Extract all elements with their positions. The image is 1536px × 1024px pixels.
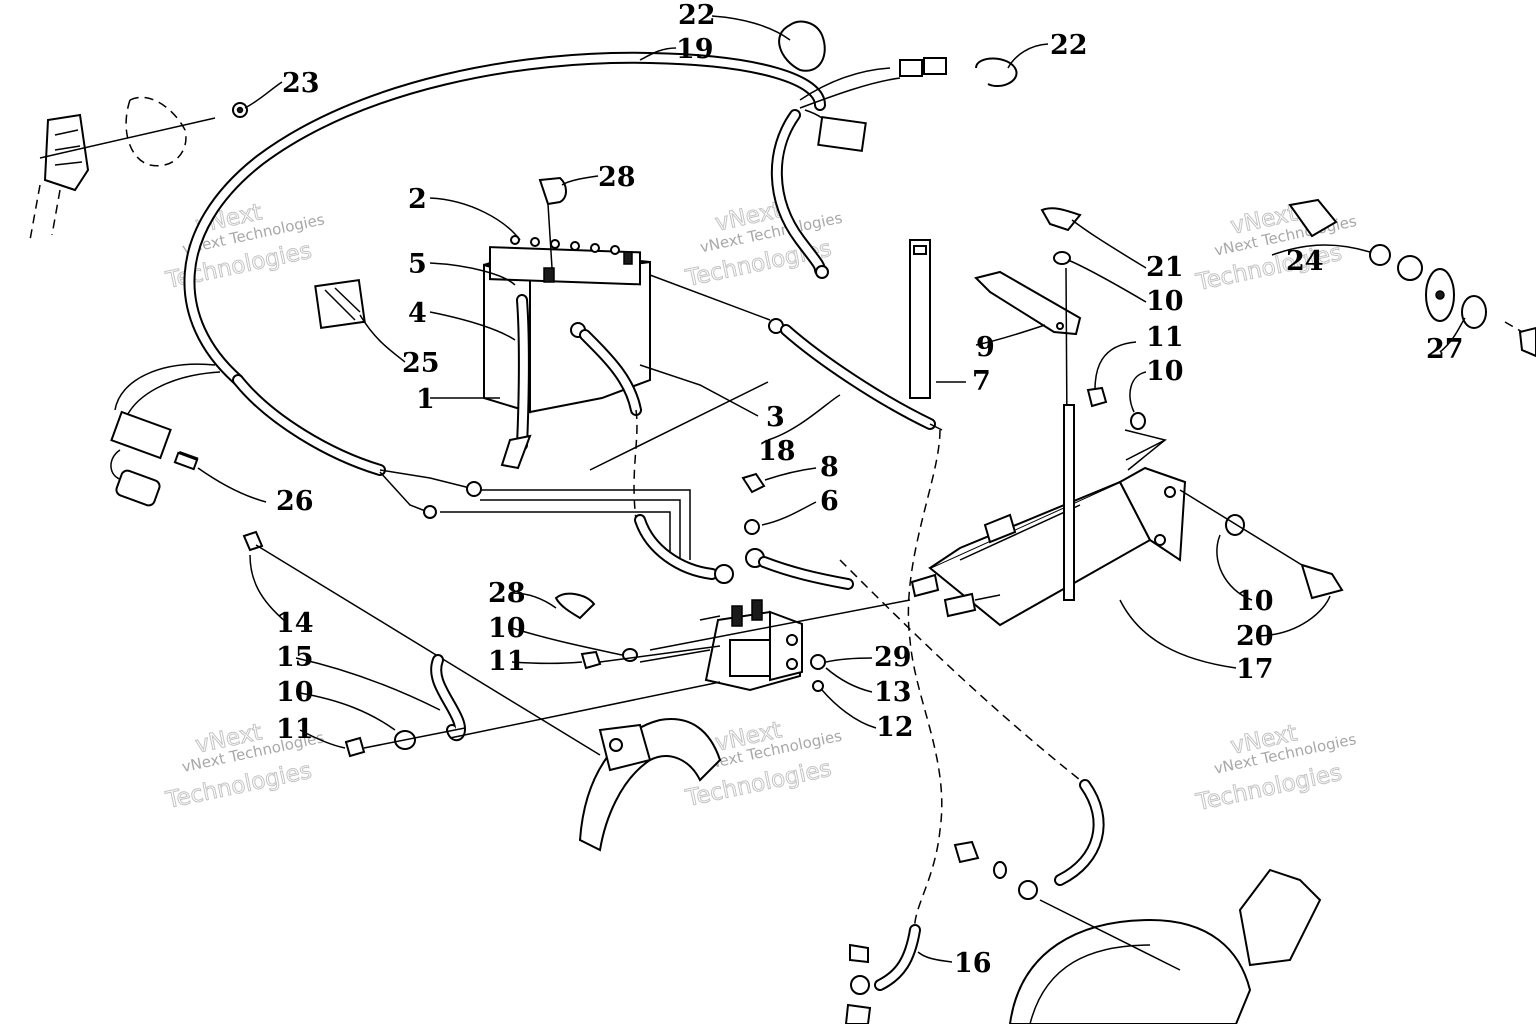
battery — [483, 235, 651, 470]
callout-25: 25 — [402, 348, 440, 379]
item-left-hardware — [554, 592, 721, 670]
watermark-top-center: vNext vNext Technologies Technologies — [682, 197, 844, 293]
item-26-fuse — [173, 451, 199, 471]
callout-28-mid: 28 — [488, 578, 526, 609]
callout-11-b: 11 — [488, 646, 526, 677]
callout-10-d: 10 — [488, 613, 526, 644]
callout-8: 8 — [820, 452, 839, 483]
callout-22-right: 22 — [1050, 30, 1088, 61]
callout-10-a: 10 — [1146, 286, 1184, 317]
engine-housing-right — [1008, 868, 1322, 1024]
callout-4: 4 — [408, 298, 427, 329]
callout-23: 23 — [282, 68, 320, 99]
callout-11-a: 11 — [1146, 322, 1184, 353]
callout-10-b: 10 — [1146, 356, 1184, 387]
item-18-starter-cable — [839, 429, 1105, 1024]
item-10-11-right-hardware — [1086, 386, 1344, 600]
item-20-battery-bracket — [910, 429, 1187, 627]
callout-5: 5 — [408, 249, 427, 280]
leader-lines — [197, 15, 1466, 963]
item-19-wing-nut — [1040, 207, 1082, 601]
item-solenoid — [639, 472, 911, 692]
callout-19: 21 — [1146, 252, 1184, 283]
callout-18: 16 — [954, 948, 992, 979]
item-24-27-ignition-switch — [1288, 198, 1536, 358]
item-9-hold-down-bracket — [974, 270, 1082, 336]
item-7-hold-down-strap — [909, 239, 931, 399]
item-23-bulb-assembly — [29, 96, 248, 241]
callout-22-upper: 22 — [678, 0, 716, 31]
callout-15: 15 — [276, 642, 314, 673]
callout-2: 2 — [408, 184, 427, 215]
callout-29: 29 — [874, 642, 912, 673]
item-28-terminal-boot-top — [538, 176, 567, 206]
callout-20: 17 — [1236, 654, 1274, 685]
callout-21: 20 — [1236, 621, 1274, 652]
item-22-circlip-upper — [778, 20, 826, 72]
callout-16: 18 — [758, 436, 796, 467]
watermark-bottom-right: vNext vNext Technologies Technologies — [1193, 720, 1358, 817]
callout-3: 3 — [766, 402, 785, 433]
item-22-circlip-right — [975, 57, 1018, 88]
callout-14: 14 — [276, 608, 314, 639]
callout-28-top: 28 — [598, 162, 636, 193]
callout-1: 1 — [416, 384, 435, 415]
callout-6: 6 — [820, 486, 839, 517]
callout-10-e: 10 — [1236, 586, 1274, 617]
callout-9: 9 — [976, 332, 995, 363]
wiring-harness — [110, 51, 947, 560]
callout-27: 27 — [1426, 334, 1464, 365]
item-14-15-mounting-bolt — [242, 530, 721, 758]
callout-10-c: 10 — [276, 677, 314, 708]
callout-26: 26 — [276, 486, 314, 517]
callout-24: 24 — [1286, 246, 1324, 277]
callout-12: 12 — [876, 712, 914, 743]
callout-11-c: 11 — [276, 714, 314, 745]
callout-13: 13 — [874, 677, 912, 708]
watermark-top-left: vNext vNext Technologies Technologies — [163, 199, 327, 295]
callout-17: 19 — [676, 34, 714, 65]
callout-7: 7 — [972, 366, 991, 397]
item-3-battery-cable — [570, 322, 734, 584]
engine-recoil-housing-left — [578, 718, 722, 852]
callout-labels: 22 19 22 23 28 2 5 4 25 1 3 18 8 6 9 7 2… — [276, 0, 1464, 979]
watermark-top-right: vNext vNext Technologies Technologies — [1193, 200, 1359, 297]
item-16-ground-cable — [649, 274, 943, 431]
